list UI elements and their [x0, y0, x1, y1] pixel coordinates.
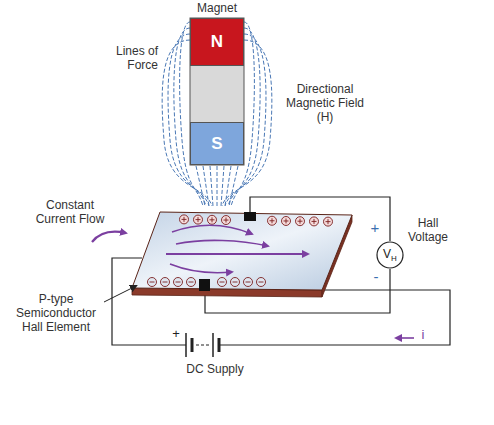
node-text: V	[383, 247, 391, 261]
label: P-type Semiconductor Hall Element	[6, 292, 106, 334]
leader-arrow	[104, 286, 136, 302]
hall-plate	[132, 212, 352, 297]
label: Lines of Force	[96, 44, 158, 72]
drawing-part	[220, 282, 225, 283]
label: Directional Magnetic Field (H)	[280, 82, 370, 124]
drawing-part	[225, 166, 231, 206]
drawing-part	[268, 216, 277, 225]
magnet-outline	[190, 18, 244, 165]
drawing-part	[212, 217, 213, 222]
label: i	[418, 327, 428, 342]
drawing-part	[161, 278, 170, 287]
charge-symbols	[148, 215, 333, 287]
node-text: N	[211, 32, 223, 52]
south-pole: S	[190, 122, 244, 165]
drawing-part	[377, 242, 403, 268]
north-pole: N	[190, 18, 244, 66]
drawing-part	[286, 218, 287, 223]
drawing-part	[212, 333, 214, 357]
drawing-part	[150, 282, 155, 283]
label: +	[170, 326, 182, 341]
drawing-part	[296, 217, 305, 226]
hall-contact	[244, 212, 256, 221]
drawing-part	[282, 216, 291, 225]
node-text: N	[211, 32, 223, 51]
drawing-part	[187, 278, 196, 287]
label: Magnet	[187, 1, 247, 15]
node-text: VH	[383, 247, 397, 263]
label: DC Supply	[170, 362, 260, 376]
drawing-part	[196, 344, 209, 345]
drawing-part	[310, 217, 319, 226]
drawing-part	[166, 253, 308, 255]
drawing-part	[189, 282, 194, 283]
label: Hall Voltage	[398, 216, 458, 244]
drawing-part	[226, 218, 227, 223]
drawing-part	[174, 278, 183, 287]
node-text: S	[211, 134, 222, 154]
drawing-part	[244, 278, 253, 287]
drawing-part	[180, 215, 189, 224]
drawing-part	[208, 215, 217, 224]
drawing-part	[324, 217, 333, 226]
drawing-part	[203, 166, 209, 206]
battery-symbol	[186, 333, 219, 357]
wires	[112, 197, 450, 345]
drawing-part	[272, 218, 273, 223]
label: +	[368, 219, 382, 236]
drawing-part	[176, 282, 181, 283]
field-lines	[162, 22, 272, 206]
current-arrows	[92, 225, 414, 338]
label: -	[369, 268, 383, 285]
drawing-part	[314, 219, 315, 224]
drawing-part	[218, 338, 221, 352]
voltmeter-circle: VH	[376, 241, 404, 269]
drawing-part	[210, 166, 213, 206]
subscript: H	[391, 254, 397, 263]
drawing-part	[233, 282, 238, 283]
drawing-part	[163, 282, 168, 283]
drawing-part	[219, 290, 450, 345]
drawing-part	[259, 282, 264, 283]
drawing-part	[170, 264, 232, 273]
drawing-part	[198, 217, 199, 222]
drawing-part	[185, 333, 187, 357]
drawing-part	[231, 278, 240, 287]
magnet-body	[190, 66, 244, 122]
drawing-part	[217, 166, 218, 206]
drawing-part	[132, 212, 352, 290]
drawing-part	[92, 232, 126, 242]
drawing-part	[191, 338, 194, 352]
drawing-part	[257, 278, 266, 287]
label: Constant Current Flow	[26, 198, 114, 226]
drawing-part	[172, 225, 252, 234]
hall-contact	[199, 279, 210, 291]
drawing-part	[246, 282, 251, 283]
drawing-part	[328, 219, 329, 224]
drawing-part	[184, 217, 185, 222]
drawing-part	[300, 219, 301, 224]
drawing-part	[194, 215, 203, 224]
node-text: S	[211, 134, 222, 153]
drawing-part	[229, 166, 238, 206]
drawing-part	[396, 337, 414, 339]
drawing-part	[176, 240, 268, 246]
drawing-part	[222, 216, 231, 225]
drawing-part	[148, 278, 157, 287]
drawing-part	[221, 166, 224, 206]
drawing-part	[218, 278, 227, 287]
